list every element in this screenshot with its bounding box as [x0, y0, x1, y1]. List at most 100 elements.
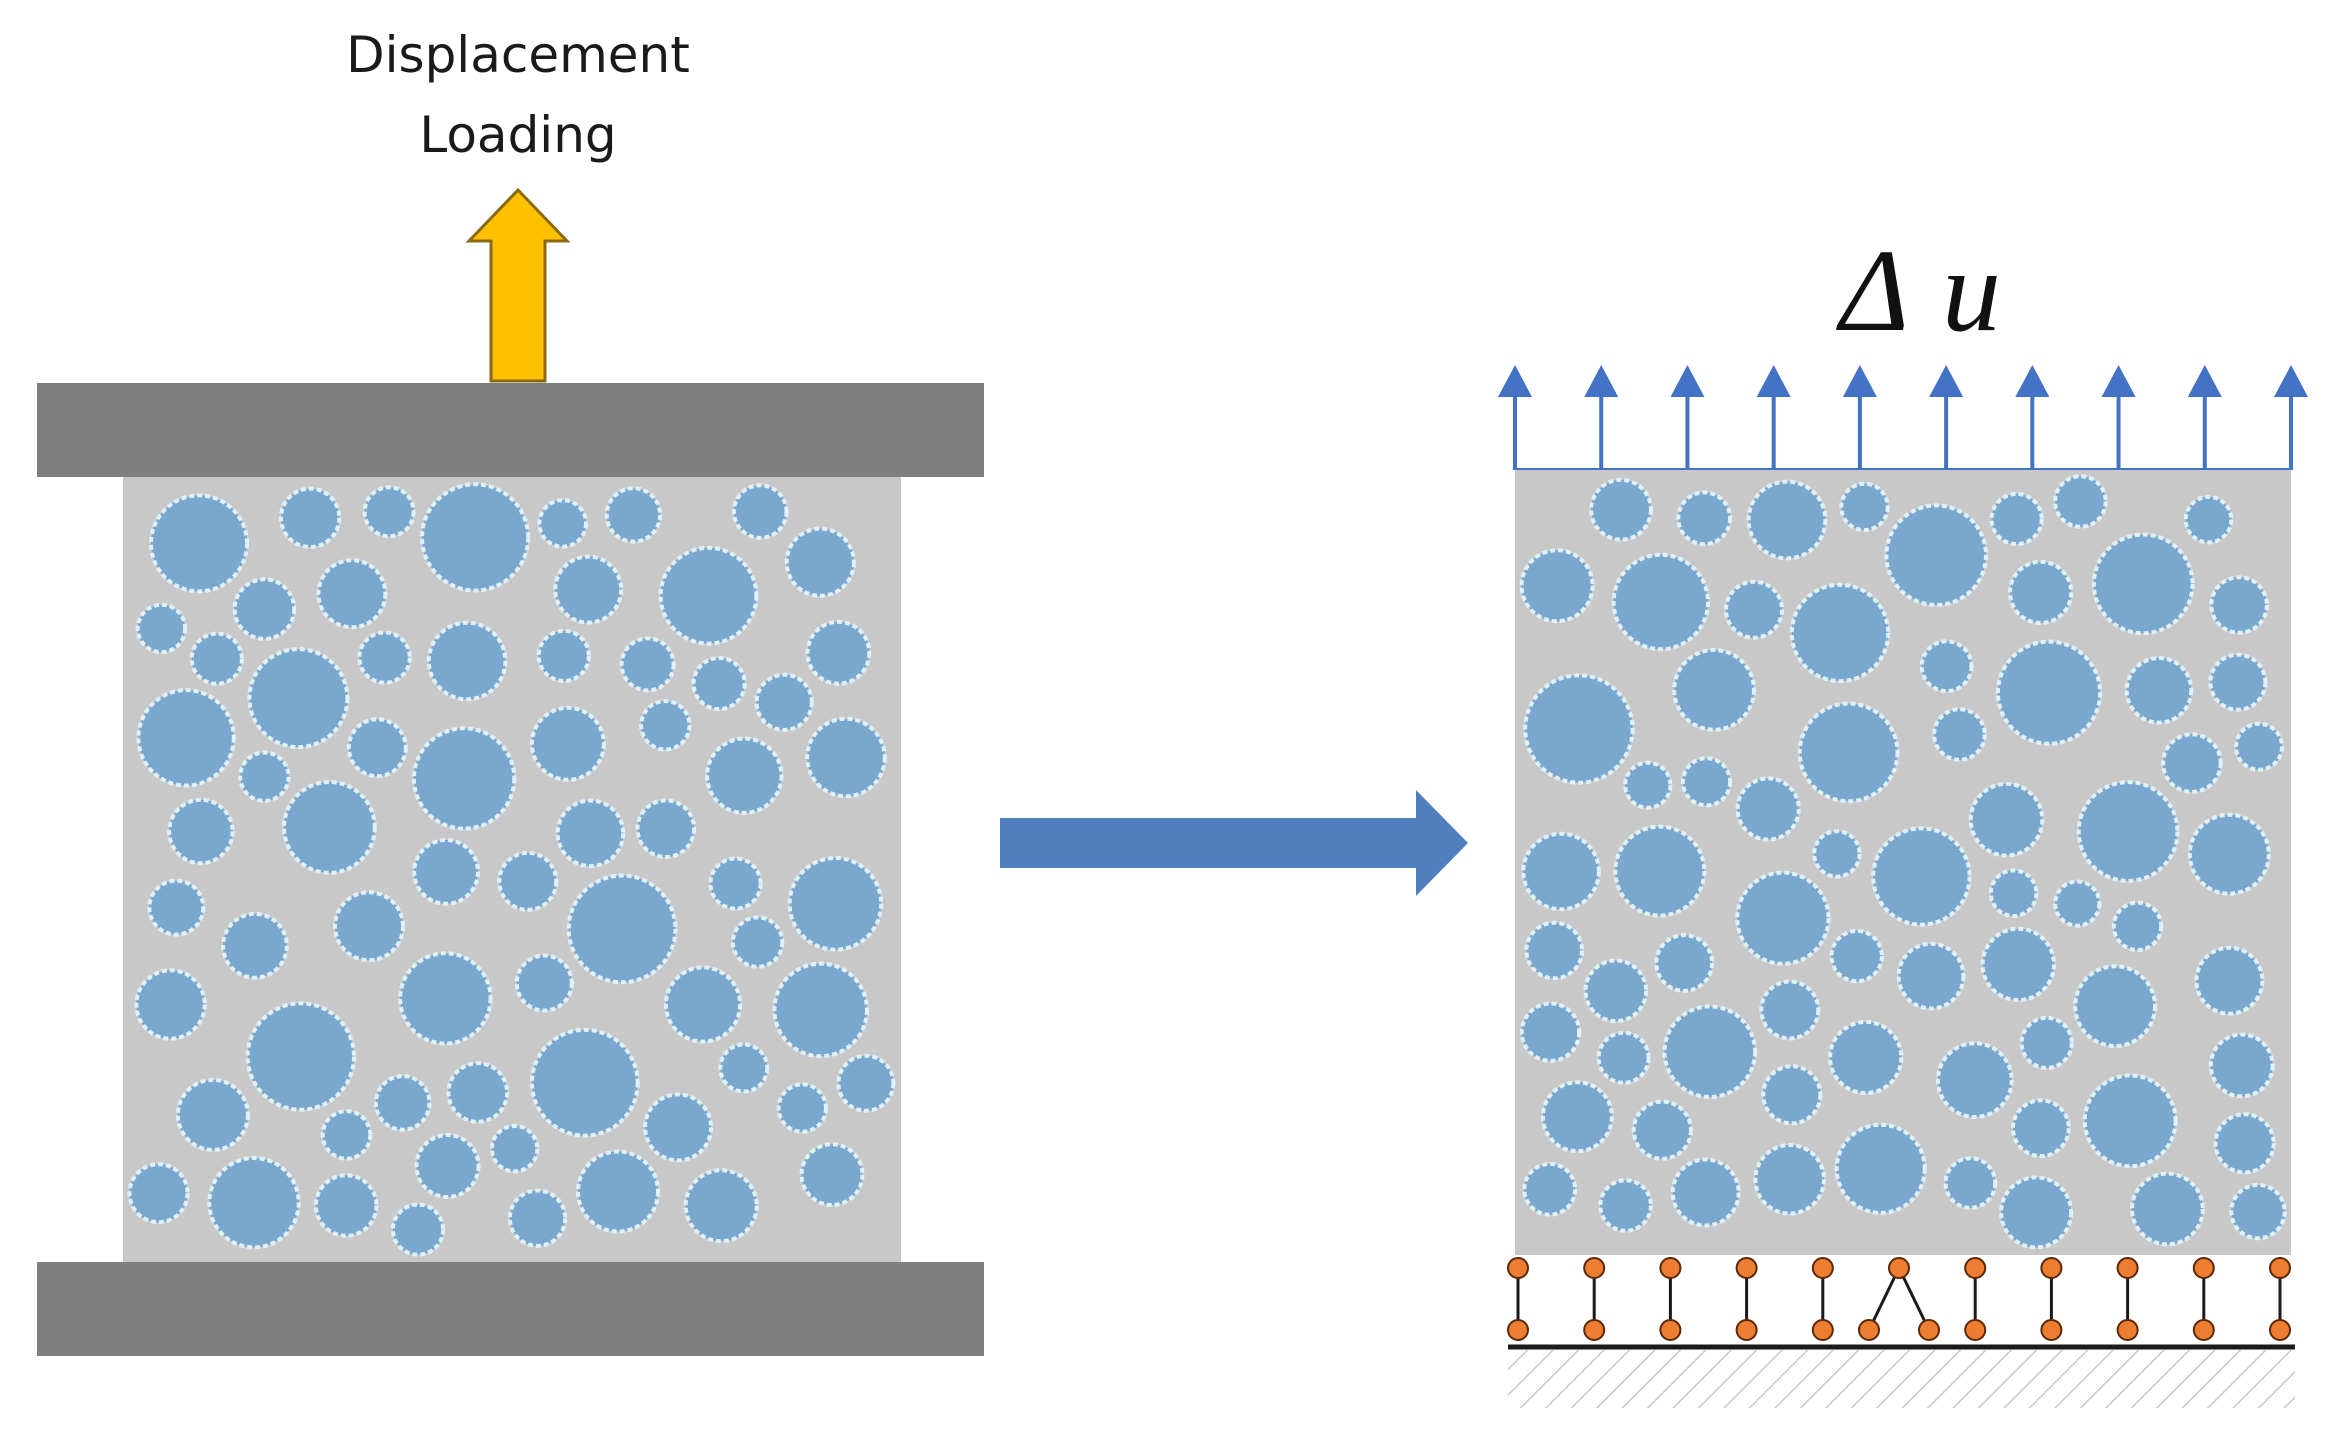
aggregate-particle — [1670, 1157, 1741, 1228]
aggregate-particle — [2076, 780, 2180, 883]
aggregate-particle — [529, 705, 606, 782]
up-arrow-icon — [1929, 365, 1964, 397]
aggregate-particle — [507, 1188, 568, 1248]
aggregate-particle — [207, 1156, 301, 1250]
aggregate-particle — [2229, 1182, 2287, 1241]
aggregate-particle — [411, 726, 517, 831]
up-arrow-icon — [1756, 365, 1791, 397]
support-node — [1964, 1319, 1987, 1341]
aggregate-particle — [1932, 707, 1987, 762]
aggregate-particle — [1988, 868, 2039, 919]
loading-label-line1: Displacement — [346, 26, 690, 84]
aggregate-particle — [175, 1077, 250, 1152]
support-node — [1507, 1257, 1529, 1279]
aggregate-particle — [1919, 639, 1974, 694]
support-link — [1897, 1267, 1931, 1331]
aggregate-particle — [787, 856, 884, 952]
support-node — [1659, 1257, 1682, 1279]
aggregate-particle — [619, 636, 676, 693]
aggregate-particle — [313, 1173, 379, 1238]
aggregate-particle — [2091, 532, 2195, 636]
aggregate-particle — [189, 631, 244, 686]
aggregate-particle — [489, 1124, 540, 1174]
aggregate-particle — [1654, 933, 1715, 993]
aggregate-particle — [1524, 920, 1584, 981]
aggregate-particle — [414, 1133, 481, 1199]
aggregate-particle — [497, 850, 559, 912]
support-node — [1583, 1319, 1606, 1341]
aggregate-particle — [1943, 1156, 1998, 1210]
support-node — [1659, 1319, 1682, 1341]
aggregate-particle — [247, 647, 350, 750]
aggregate-particle — [1540, 1080, 1614, 1154]
aggregate-particle — [1583, 958, 1649, 1024]
aggregate-particle — [718, 1042, 770, 1094]
aggregate-particle — [147, 878, 206, 937]
aggregate-particle — [1871, 826, 1972, 927]
aggregate-particle — [1631, 1099, 1693, 1161]
aggregate-particle — [784, 526, 856, 598]
aggregate-particle — [2213, 1112, 2276, 1175]
aggregate-particle — [2208, 1032, 2275, 1099]
aggregate-particle — [420, 482, 531, 593]
aggregate-particle — [1828, 1019, 1904, 1096]
support-node — [1735, 1319, 1758, 1341]
aggregate-group-right — [1519, 474, 2287, 1250]
up-arrow-icon — [1584, 365, 1619, 397]
up-arrow-icon — [1498, 365, 1532, 397]
support-node — [2040, 1257, 2063, 1279]
aggregate-particle — [1519, 548, 1595, 624]
aggregate-particle — [2161, 732, 2223, 794]
aggregate-particle — [776, 1082, 828, 1134]
aggregate-particle — [1834, 1122, 1927, 1215]
up-arrow-icon — [2015, 365, 2050, 397]
aggregate-particle — [446, 1061, 510, 1124]
aggregate-particle — [232, 577, 297, 641]
aggregate-particle — [1589, 477, 1653, 542]
aggregate-particle — [1523, 673, 1635, 785]
aggregate-particle — [1989, 491, 2044, 547]
aggregate-particle — [1735, 776, 1801, 842]
aggregate-particle — [2194, 945, 2265, 1016]
aggregate-particle — [639, 699, 692, 752]
aggregate-particle — [282, 780, 377, 875]
roller-support-icon — [1507, 1257, 2291, 1341]
aggregate-particle — [2234, 721, 2284, 772]
aggregate-particle — [536, 628, 591, 684]
aggregate-particle — [2124, 656, 2194, 725]
aggregate-group-left — [127, 482, 896, 1257]
support-link — [1867, 1267, 1901, 1331]
support-node — [1735, 1257, 1758, 1279]
aggregate-particle — [320, 1109, 373, 1161]
aggregate-particle — [643, 1092, 714, 1163]
aggregate-particle — [1724, 579, 1784, 640]
displacement-symbol: Δ u — [1836, 225, 2001, 356]
aggregate-particle — [1662, 1004, 1758, 1099]
aggregate-particle — [426, 620, 508, 702]
aggregate-particle — [2082, 1073, 2178, 1169]
aggregate-particle — [1519, 1001, 1582, 1063]
ground-hatch — [1508, 1350, 2295, 1408]
aggregate-particle — [2008, 559, 2074, 626]
aggregate-particle — [555, 798, 626, 869]
support-node — [1888, 1257, 1910, 1279]
aggregate-particle — [398, 951, 493, 1046]
aggregate-particle — [1746, 479, 1828, 561]
aggregate-particle — [1759, 979, 1821, 1041]
support-node — [2116, 1257, 2139, 1279]
support-node — [2192, 1319, 2215, 1341]
aggregate-particle — [134, 968, 207, 1041]
delta-symbol: Δ — [1836, 225, 1909, 356]
aggregate-particle — [635, 798, 697, 860]
aggregate-particle — [553, 554, 624, 625]
aggregate-particle — [362, 485, 416, 539]
aggregate-particle — [1839, 481, 1890, 533]
support-node — [1858, 1319, 1880, 1341]
aggregate-particle — [149, 493, 249, 594]
aggregate-particle — [514, 953, 574, 1013]
aggregate-particle — [2209, 575, 2269, 635]
aggregate-particle — [705, 736, 784, 815]
support-node — [1507, 1319, 1529, 1341]
aggregate-particle — [2208, 652, 2268, 712]
